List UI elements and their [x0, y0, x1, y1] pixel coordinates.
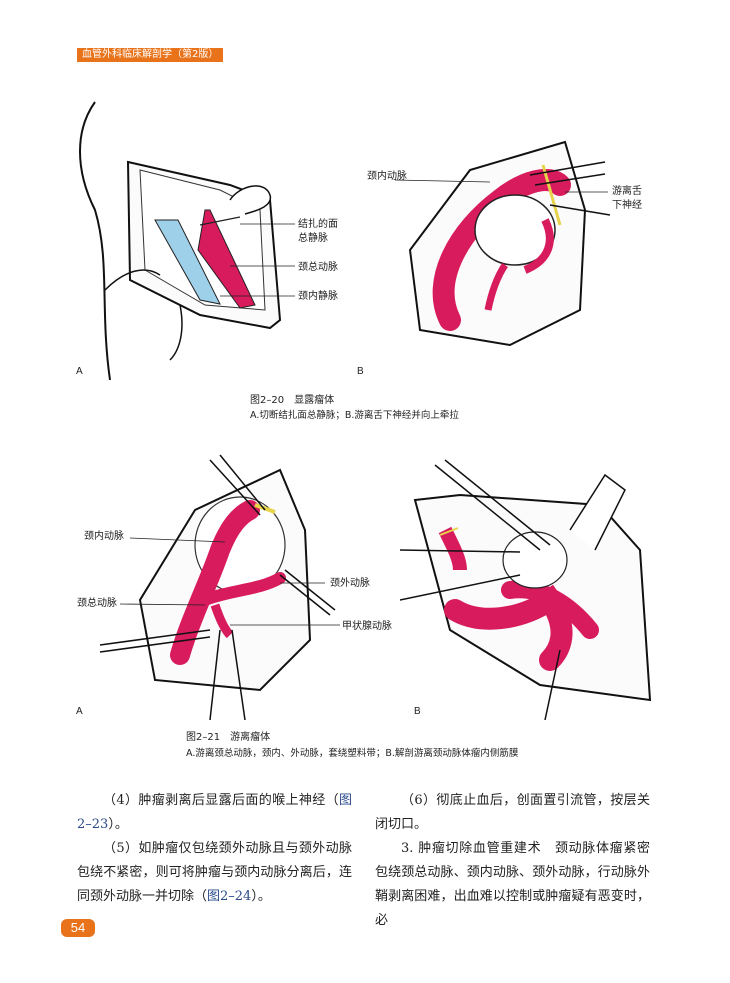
panel-letter-2-21-b: B — [414, 706, 421, 717]
panel-letter-2-20-b: B — [357, 366, 364, 377]
figure-2-20-caption-title: 图2–20 显露瘤体 — [250, 395, 335, 406]
paragraph-4-end: ）。 — [108, 817, 128, 832]
paragraph-5-end: ）。 — [251, 889, 271, 904]
figure-2-20-caption-text: A.切断结扎面总静脉；B.游离舌下神经并向上牵拉 — [250, 410, 459, 421]
panel-letter-2-20-a: A — [76, 366, 83, 377]
body-column-left: （4）肿瘤剥离后显露后面的喉上神经（图2–23）。 （5）如肿瘤仅包绕颈外动脉且… — [77, 789, 352, 909]
paragraph-5-text: （5）如肿瘤仅包绕颈外动脉且与颈外动脉包绕不紧密，则可将肿瘤与颈内动脉分离后，连… — [77, 841, 352, 904]
figure-2-23-link[interactable]: 图2–23 — [77, 793, 352, 832]
paragraph-5: （5）如肿瘤仅包绕颈外动脉且与颈外动脉包绕不紧密，则可将肿瘤与颈内动脉分离后，连… — [77, 837, 352, 909]
figure-2-21-caption-text: A.游离颈总动脉，颈内、外动脉，套绕塑料带；B.解剖游离颈动脉体瘤内侧筋膜 — [186, 748, 519, 759]
paragraph-4-text: （4）肿瘤剥离后显露后面的喉上神经（ — [103, 793, 339, 808]
paragraph-6: （6）彻底止血后，创面置引流管，按层关闭切口。 — [375, 793, 650, 832]
figure-2-20-a-illustration — [70, 90, 350, 380]
page-number-badge: 54 — [61, 919, 95, 937]
label-common-carotid-artery-a: 颈总动脉 — [77, 598, 117, 609]
label-external-carotid-artery: 颈外动脉 — [330, 578, 370, 589]
label-thyroid-artery: 甲状腺动脉 — [342, 621, 392, 632]
figure-2-21-a-illustration — [80, 450, 380, 720]
book-title-header: 血管外科临床解剖学（第2版） — [77, 48, 224, 62]
body-column-right: （6）彻底止血后，创面置引流管，按层关闭切口。 3. 肿瘤切除血管重建术 颈动脉… — [375, 789, 650, 933]
label-internal-carotid-artery-a: 颈内动脉 — [84, 531, 124, 542]
paragraph-4: （4）肿瘤剥离后显露后面的喉上神经（图2–23）。 — [77, 789, 352, 837]
paragraph-section-3: 3. 肿瘤切除血管重建术 颈动脉体瘤紧密包绕颈总动脉、颈内动脉、颈外动脉，行动脉… — [375, 841, 650, 928]
label-ligated-facial-vein-2: 总静脉 — [298, 233, 328, 244]
figure-2-20-b-illustration — [350, 130, 650, 370]
figure-2-24-link[interactable]: 图2–24 — [207, 889, 252, 904]
label-ligated-facial-vein-1: 结扎的面 — [298, 219, 338, 230]
figure-2-21-b-illustration — [400, 450, 680, 720]
label-free-hypoglossal-2: 下神经 — [612, 200, 642, 211]
label-free-hypoglossal-1: 游离舌 — [612, 186, 642, 197]
panel-letter-2-21-a: A — [76, 706, 83, 717]
label-internal-carotid-artery-b: 颈内动脉 — [367, 171, 407, 182]
label-internal-jugular-vein: 颈内静脉 — [298, 291, 338, 302]
figure-2-21-caption-title: 图2–21 游离瘤体 — [186, 732, 271, 743]
label-common-carotid-artery: 颈总动脉 — [298, 262, 338, 273]
